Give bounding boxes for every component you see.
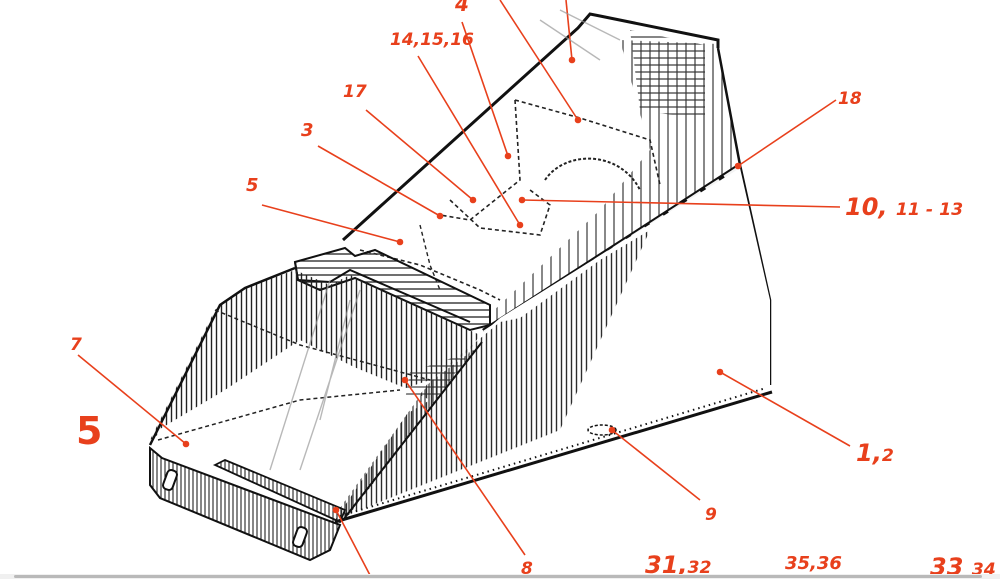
callout-35-36: 35,36 — [785, 555, 842, 573]
horizontal-scrollbar[interactable] — [0, 574, 1000, 579]
callout-subnumber: 2 — [881, 446, 894, 466]
callout-9: 9 — [705, 507, 717, 524]
callout-number: 3 — [301, 120, 314, 141]
callout-number: 4 — [455, 0, 469, 16]
callout-number: 31, — [645, 551, 688, 579]
callout-5: 5 — [246, 177, 259, 195]
callout-number: 1, — [856, 439, 882, 467]
callout-number: 8 — [521, 559, 533, 579]
callout-4: 4 — [455, 0, 469, 14]
callout-number: 18 — [838, 89, 862, 109]
figure-number: 5 — [76, 412, 102, 450]
callout-number: 9 — [705, 505, 717, 525]
callout-1-2: 1,2 — [856, 441, 894, 465]
figure-number-text: 5 — [76, 409, 103, 453]
callout-10-11-13: 10, 11 - 13 — [845, 195, 963, 219]
callout-3: 3 — [301, 122, 314, 140]
callout-17: 17 — [343, 84, 367, 101]
lower-body — [334, 168, 773, 524]
front-chute — [148, 266, 483, 562]
callout-subnumber: 32 — [687, 558, 712, 578]
callout-7: 7 — [70, 337, 82, 354]
callout-number: 35,36 — [785, 553, 842, 574]
callout-14-15-16: 14,15,16 — [390, 32, 474, 49]
callout-8: 8 — [521, 561, 533, 578]
scrollbar-thumb[interactable] — [14, 575, 982, 578]
leader-lines — [77, 0, 851, 579]
callout-number: 7 — [70, 335, 82, 355]
callout-31-32: 31,32 — [645, 553, 712, 577]
callout-number: 14,15,16 — [390, 30, 474, 50]
callout-number: 10, — [845, 193, 888, 221]
callout-number: 5 — [246, 175, 259, 196]
callout-number: 17 — [343, 82, 367, 102]
callout-subnumber: 11 - 13 — [895, 200, 964, 220]
watermark-strokes — [269, 9, 621, 471]
callout-18: 18 — [838, 91, 862, 108]
